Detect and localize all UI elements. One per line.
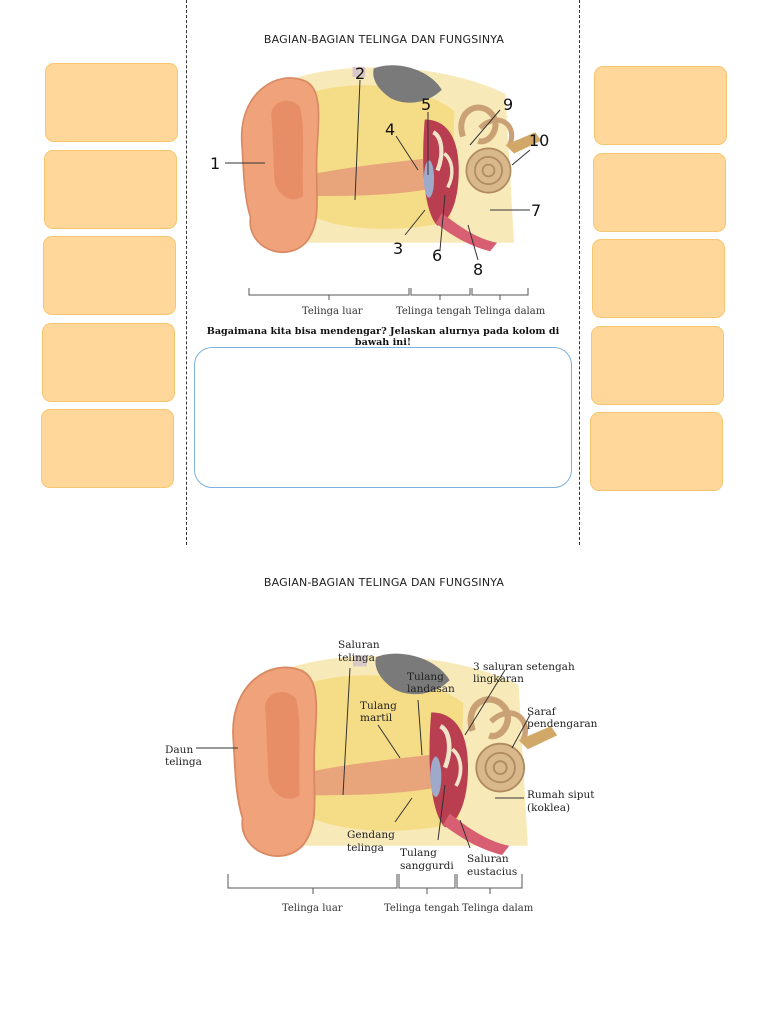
answer-card-left-2[interactable] [44, 150, 177, 229]
label-gendang-telinga-1: Gendang [347, 829, 395, 841]
label-rumah-siput-2: (koklea) [527, 802, 570, 814]
answer-key-title: BAGIAN-BAGIAN TELINGA DAN FUNGSINYA [263, 576, 505, 589]
label-tulang-sanggurdi-1: Tulang [400, 847, 437, 859]
label-gendang-telinga-2: telinga [347, 842, 384, 854]
label-saluran-telinga-1: Saluran [338, 639, 380, 651]
key-section-label-inner: Telinga dalam [462, 903, 534, 914]
section-label-inner: Telinga dalam [474, 306, 546, 317]
label-daun-telinga-2: telinga [165, 756, 202, 768]
label-saraf-pendengaran-1: Saraf [527, 706, 557, 718]
key-section-label-middle: Telinga tengah [384, 903, 460, 914]
cut-line-left [186, 0, 187, 545]
answer-card-left-4[interactable] [42, 323, 175, 402]
number-label-8: 8 [473, 260, 483, 279]
section-label-outer: Telinga luar [302, 306, 363, 317]
ear-illustration [242, 65, 542, 252]
number-label-3: 3 [393, 239, 403, 258]
label-saluran-telinga-2: telinga [338, 652, 375, 664]
label-tulang-landasan-2: landasan [407, 683, 455, 695]
question-text: Bagaimana kita bisa mendengar? Jelaskan … [206, 326, 560, 348]
label-rumah-siput-1: Rumah siput [527, 789, 595, 801]
label-tulang-martil-1: Tulang [360, 700, 397, 712]
label-tulang-landasan-1: Tulang [407, 671, 444, 683]
answer-card-right-3[interactable] [592, 239, 725, 318]
answer-card-right-5[interactable] [590, 412, 723, 491]
label-saluran-setengah-lingkaran-2: lingkaran [473, 673, 524, 685]
label-saluran-eustacius-2: eustacius [467, 866, 517, 878]
label-tulang-martil-2: martil [360, 712, 393, 724]
answer-textbox[interactable] [194, 347, 572, 488]
number-label-5: 5 [421, 95, 431, 114]
key-section-label-outer: Telinga luar [282, 903, 343, 914]
number-label-2: 2 [355, 64, 365, 83]
ear-diagram-labeled: Daun telinga Saluran telinga Tulang land… [165, 639, 598, 914]
label-tulang-sanggurdi-2: sanggurdi [400, 860, 454, 872]
cut-line-right [579, 0, 580, 545]
ear-diagram-numbered: 1 2 3 4 5 6 7 8 9 10 Telinga luar Teling… [210, 60, 549, 317]
number-label-6: 6 [432, 246, 442, 265]
answer-card-left-3[interactable] [43, 236, 176, 315]
label-saluran-eustacius-1: Saluran [467, 853, 509, 865]
label-saraf-pendengaran-2: pendengaran [527, 718, 598, 730]
answer-card-left-5[interactable] [41, 409, 174, 488]
answer-card-right-1[interactable] [594, 66, 727, 145]
number-label-4: 4 [385, 120, 395, 139]
answer-card-right-2[interactable] [593, 153, 726, 232]
number-label-1: 1 [210, 154, 220, 173]
section-label-middle: Telinga tengah [396, 306, 472, 317]
worksheet-title: BAGIAN-BAGIAN TELINGA DAN FUNGSINYA [263, 33, 505, 46]
answer-card-left-1[interactable] [45, 63, 178, 142]
answer-card-right-4[interactable] [591, 326, 724, 405]
number-label-9: 9 [503, 95, 513, 114]
number-label-7: 7 [531, 201, 541, 220]
label-daun-telinga-1: Daun [165, 744, 193, 756]
number-label-10: 10 [529, 131, 549, 150]
label-saluran-setengah-lingkaran-1: 3 saluran setengah [473, 661, 575, 673]
